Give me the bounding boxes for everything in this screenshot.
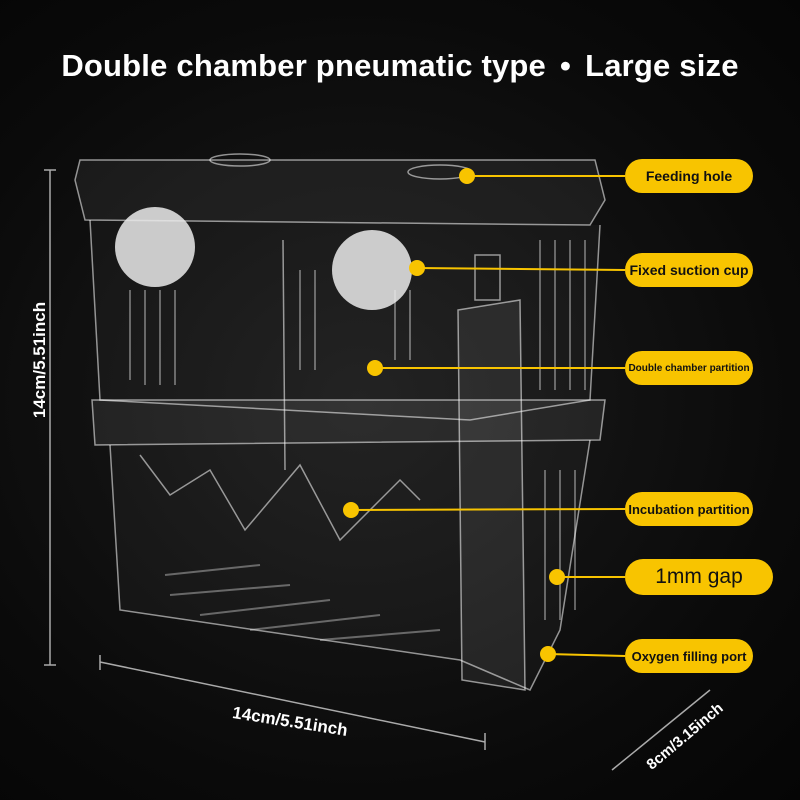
headline-type: Double chamber pneumatic type xyxy=(61,48,546,83)
headline-separator: • xyxy=(560,48,572,83)
callout-1mm-gap: 1mm gap xyxy=(625,559,773,595)
callout-feeding-hole: Feeding hole xyxy=(625,159,753,193)
height-dimension-label: 14cm/5.51inch xyxy=(30,301,49,419)
suction-cup-left xyxy=(115,207,195,287)
callout-incubation-partition: Incubation partition xyxy=(625,492,753,526)
callout-double-chamber-partition: Double chamber partition xyxy=(625,351,753,385)
headline: Double chamber pneumatic type • Large size xyxy=(0,48,800,84)
headline-size: Large size xyxy=(585,48,739,83)
callout-fixed-suction-cup: Fixed suction cup xyxy=(625,253,753,287)
callout-oxygen-filling-port: Oxygen filling port xyxy=(625,639,753,673)
suction-cup-right xyxy=(332,230,412,310)
